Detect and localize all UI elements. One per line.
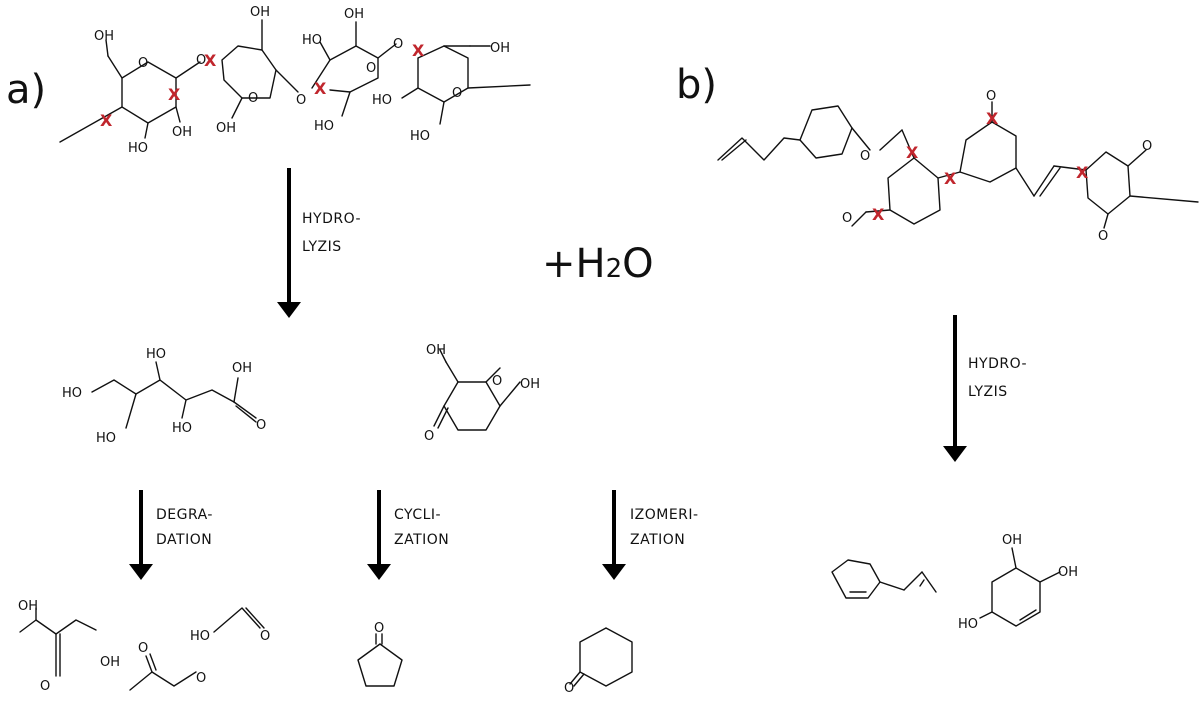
step-label: LYZIS [968,384,1008,400]
atom-label: O [452,86,462,101]
step-label: LYZIS [302,239,342,255]
atom-label: O [564,681,574,696]
cyclization-arrow [367,490,391,580]
step-label: ZATION [630,532,685,548]
cleavage-mark: X [906,143,919,162]
atom-label: OH [232,361,252,376]
atom-label: HO [62,386,82,401]
lignin-structure: O O O O O X X X X X [717,89,1199,244]
cleavage-mark: X [412,41,425,60]
atom-label: HO [302,33,322,48]
atom-label: OH [426,343,446,358]
polysaccharide-structure: OH O HO OH O OH O OH O HO OH O HO O OH O… [59,5,531,156]
atom-label: OH [18,599,38,614]
cleavage-mark: X [168,85,181,104]
atom-label: OH [216,121,236,136]
panel-label-b: b) [676,62,717,108]
styrene-structure [831,559,937,599]
atom-label: O [138,56,148,71]
step-label: DATION [156,532,212,548]
atom-label: O [256,418,266,433]
atom-label: O [1142,139,1152,154]
atom-label: OH [250,5,270,20]
cleavage-mark: X [944,169,957,188]
step-label: HYDRO- [968,356,1027,372]
step-label: DEGRA- [156,507,213,523]
atom-label: O [860,149,870,164]
degradation-products: OH OH O O O HO O [18,599,270,694]
cyclopentanone-structure: O [357,621,403,687]
atom-label: OH [94,29,114,44]
atom-label: HO [128,141,148,156]
atom-label: O [296,93,306,108]
atom-label: O [138,641,148,656]
atom-label: O [40,679,50,694]
atom-label: OH [172,125,192,140]
cleavage-mark: X [100,111,113,130]
acid-intermediate-structure: HO HO HO HO OH O [62,347,266,446]
step-label: IZOMERI- [630,507,699,523]
pyranone-intermediate-structure: OH O OH O [424,343,540,444]
atom-label: O [986,89,996,104]
atom-label: O [366,61,376,76]
atom-label: HO [314,119,334,134]
atom-label: HO [190,629,210,644]
water-reagent: +H2O [542,241,654,287]
atom-label: OH [520,377,540,392]
cleavage-mark: X [986,109,999,128]
cyclohexanone-structure: O [564,627,633,696]
atom-label: OH [1058,565,1078,580]
panel-label-a: a) [6,67,46,113]
atom-label: HO [172,421,192,436]
atom-label: HO [96,431,116,446]
cleavage-mark: X [204,51,217,70]
step-label: CYCLI- [394,507,441,523]
atom-label: O [424,429,434,444]
atom-label: OH [490,41,510,56]
atom-label: O [374,621,384,636]
hydrolysis-arrow-b [943,315,967,462]
atom-label: O [196,53,206,68]
atom-label: O [842,211,852,226]
step-label: ZATION [394,532,449,548]
atom-label: HO [410,129,430,144]
degradation-arrow [129,490,153,580]
atom-label: O [393,37,403,52]
izomerization-arrow [602,490,626,580]
atom-label: O [196,671,206,686]
step-label: HYDRO- [302,211,361,227]
atom-label: OH [1002,533,1022,548]
benzenetriol-structure: OH OH HO [958,533,1078,632]
atom-label: O [1098,229,1108,244]
cleavage-mark: X [314,79,327,98]
atom-label: HO [372,93,392,108]
atom-label: OH [344,7,364,22]
atom-label: OH [100,655,120,670]
atom-label: O [260,629,270,644]
hydrolysis-arrow-a [277,168,301,318]
cleavage-mark: X [1076,163,1089,182]
atom-label: O [248,91,258,106]
cleavage-mark: X [872,205,885,224]
atom-label: HO [146,347,166,362]
atom-label: O [492,374,502,389]
atom-label: HO [958,617,978,632]
